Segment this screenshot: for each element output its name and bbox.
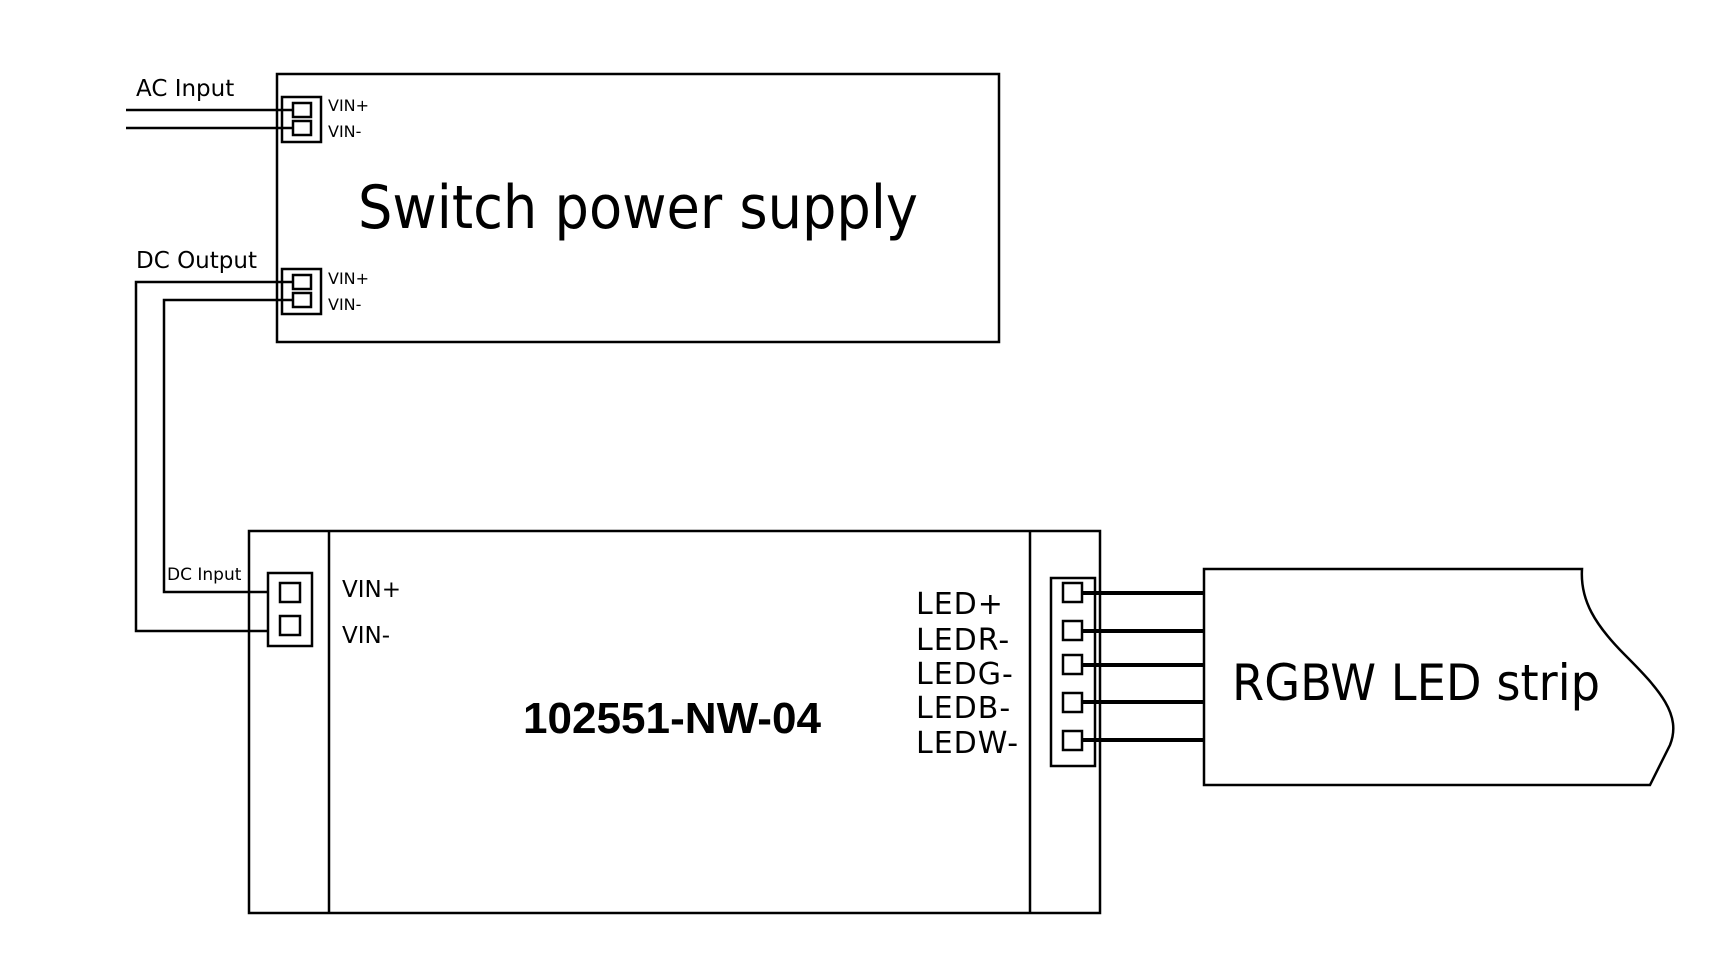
ac-terminal-pin-2 <box>291 119 313 137</box>
ac-input-label: AC Input <box>136 76 234 102</box>
dc-pin-label-vin-plus: VIN+ <box>328 269 369 288</box>
output-terminal-block <box>1049 576 1097 768</box>
dc-terminal-pin-1 <box>291 273 313 291</box>
dc-terminal-housing <box>280 267 323 316</box>
dc-input-terminal-block <box>266 571 314 648</box>
power-supply-title: Switch power supply <box>358 173 918 243</box>
output-pin-labels: LED+ LEDR- LEDG- LEDB- LEDW- <box>916 587 1019 761</box>
led-strip-shape <box>1202 567 1675 787</box>
dc-output-terminal-block: VIN+ VIN- <box>280 267 369 316</box>
output-label-ledr: LEDR- <box>916 623 1010 658</box>
output-pin-4 <box>1061 691 1084 714</box>
output-pin-2 <box>1061 619 1084 642</box>
dc-input-pin-2 <box>278 614 302 637</box>
dc-connection-wires: DC Output <box>134 248 293 633</box>
controller-model: 102551-NW-04 <box>523 694 822 743</box>
switch-power-supply: Switch power supply VIN+ VIN- VIN+ VIN- <box>275 72 1001 344</box>
dc-input-label: DC Input <box>167 565 242 585</box>
dc-input-pin-1 <box>278 581 302 604</box>
ac-pin-label-vin-minus: VIN- <box>328 122 361 141</box>
output-label-led-plus: LED+ <box>916 587 1004 622</box>
output-terminal-housing <box>1049 576 1097 768</box>
controller-box <box>247 529 1102 915</box>
output-label-ledb: LEDB- <box>916 691 1011 726</box>
output-label-ledw: LEDW- <box>916 726 1019 761</box>
ac-terminal-pin-1 <box>291 101 313 119</box>
ac-terminal-housing <box>280 95 323 144</box>
controller: 102551-NW-04 DC Input VIN+ VIN- LED+ LED… <box>167 529 1102 915</box>
rgbw-led-strip: RGBW LED strip <box>1202 567 1675 787</box>
ac-input-wires: AC Input <box>126 76 293 130</box>
output-pin-1 <box>1061 581 1084 604</box>
dc-output-label: DC Output <box>136 248 257 274</box>
dc-terminal-pin-2 <box>291 291 313 309</box>
output-pin-3 <box>1061 653 1084 676</box>
output-pin-5 <box>1061 729 1084 752</box>
dc-wire-positive <box>134 280 293 633</box>
input-pin-label-vin-minus: VIN- <box>342 623 390 649</box>
power-supply-box <box>275 72 1001 344</box>
ac-terminal-block: VIN+ VIN- <box>280 95 369 144</box>
input-pin-label-vin-plus: VIN+ <box>342 577 401 603</box>
output-label-ledg: LEDG- <box>916 657 1014 692</box>
dc-input-terminal-housing <box>266 571 314 648</box>
dc-pin-label-vin-minus: VIN- <box>328 295 361 314</box>
dc-wire-negative <box>162 298 293 594</box>
led-strip-wires <box>1082 591 1204 742</box>
ac-pin-label-vin-plus: VIN+ <box>328 96 369 115</box>
led-strip-title: RGBW LED strip <box>1232 654 1600 712</box>
